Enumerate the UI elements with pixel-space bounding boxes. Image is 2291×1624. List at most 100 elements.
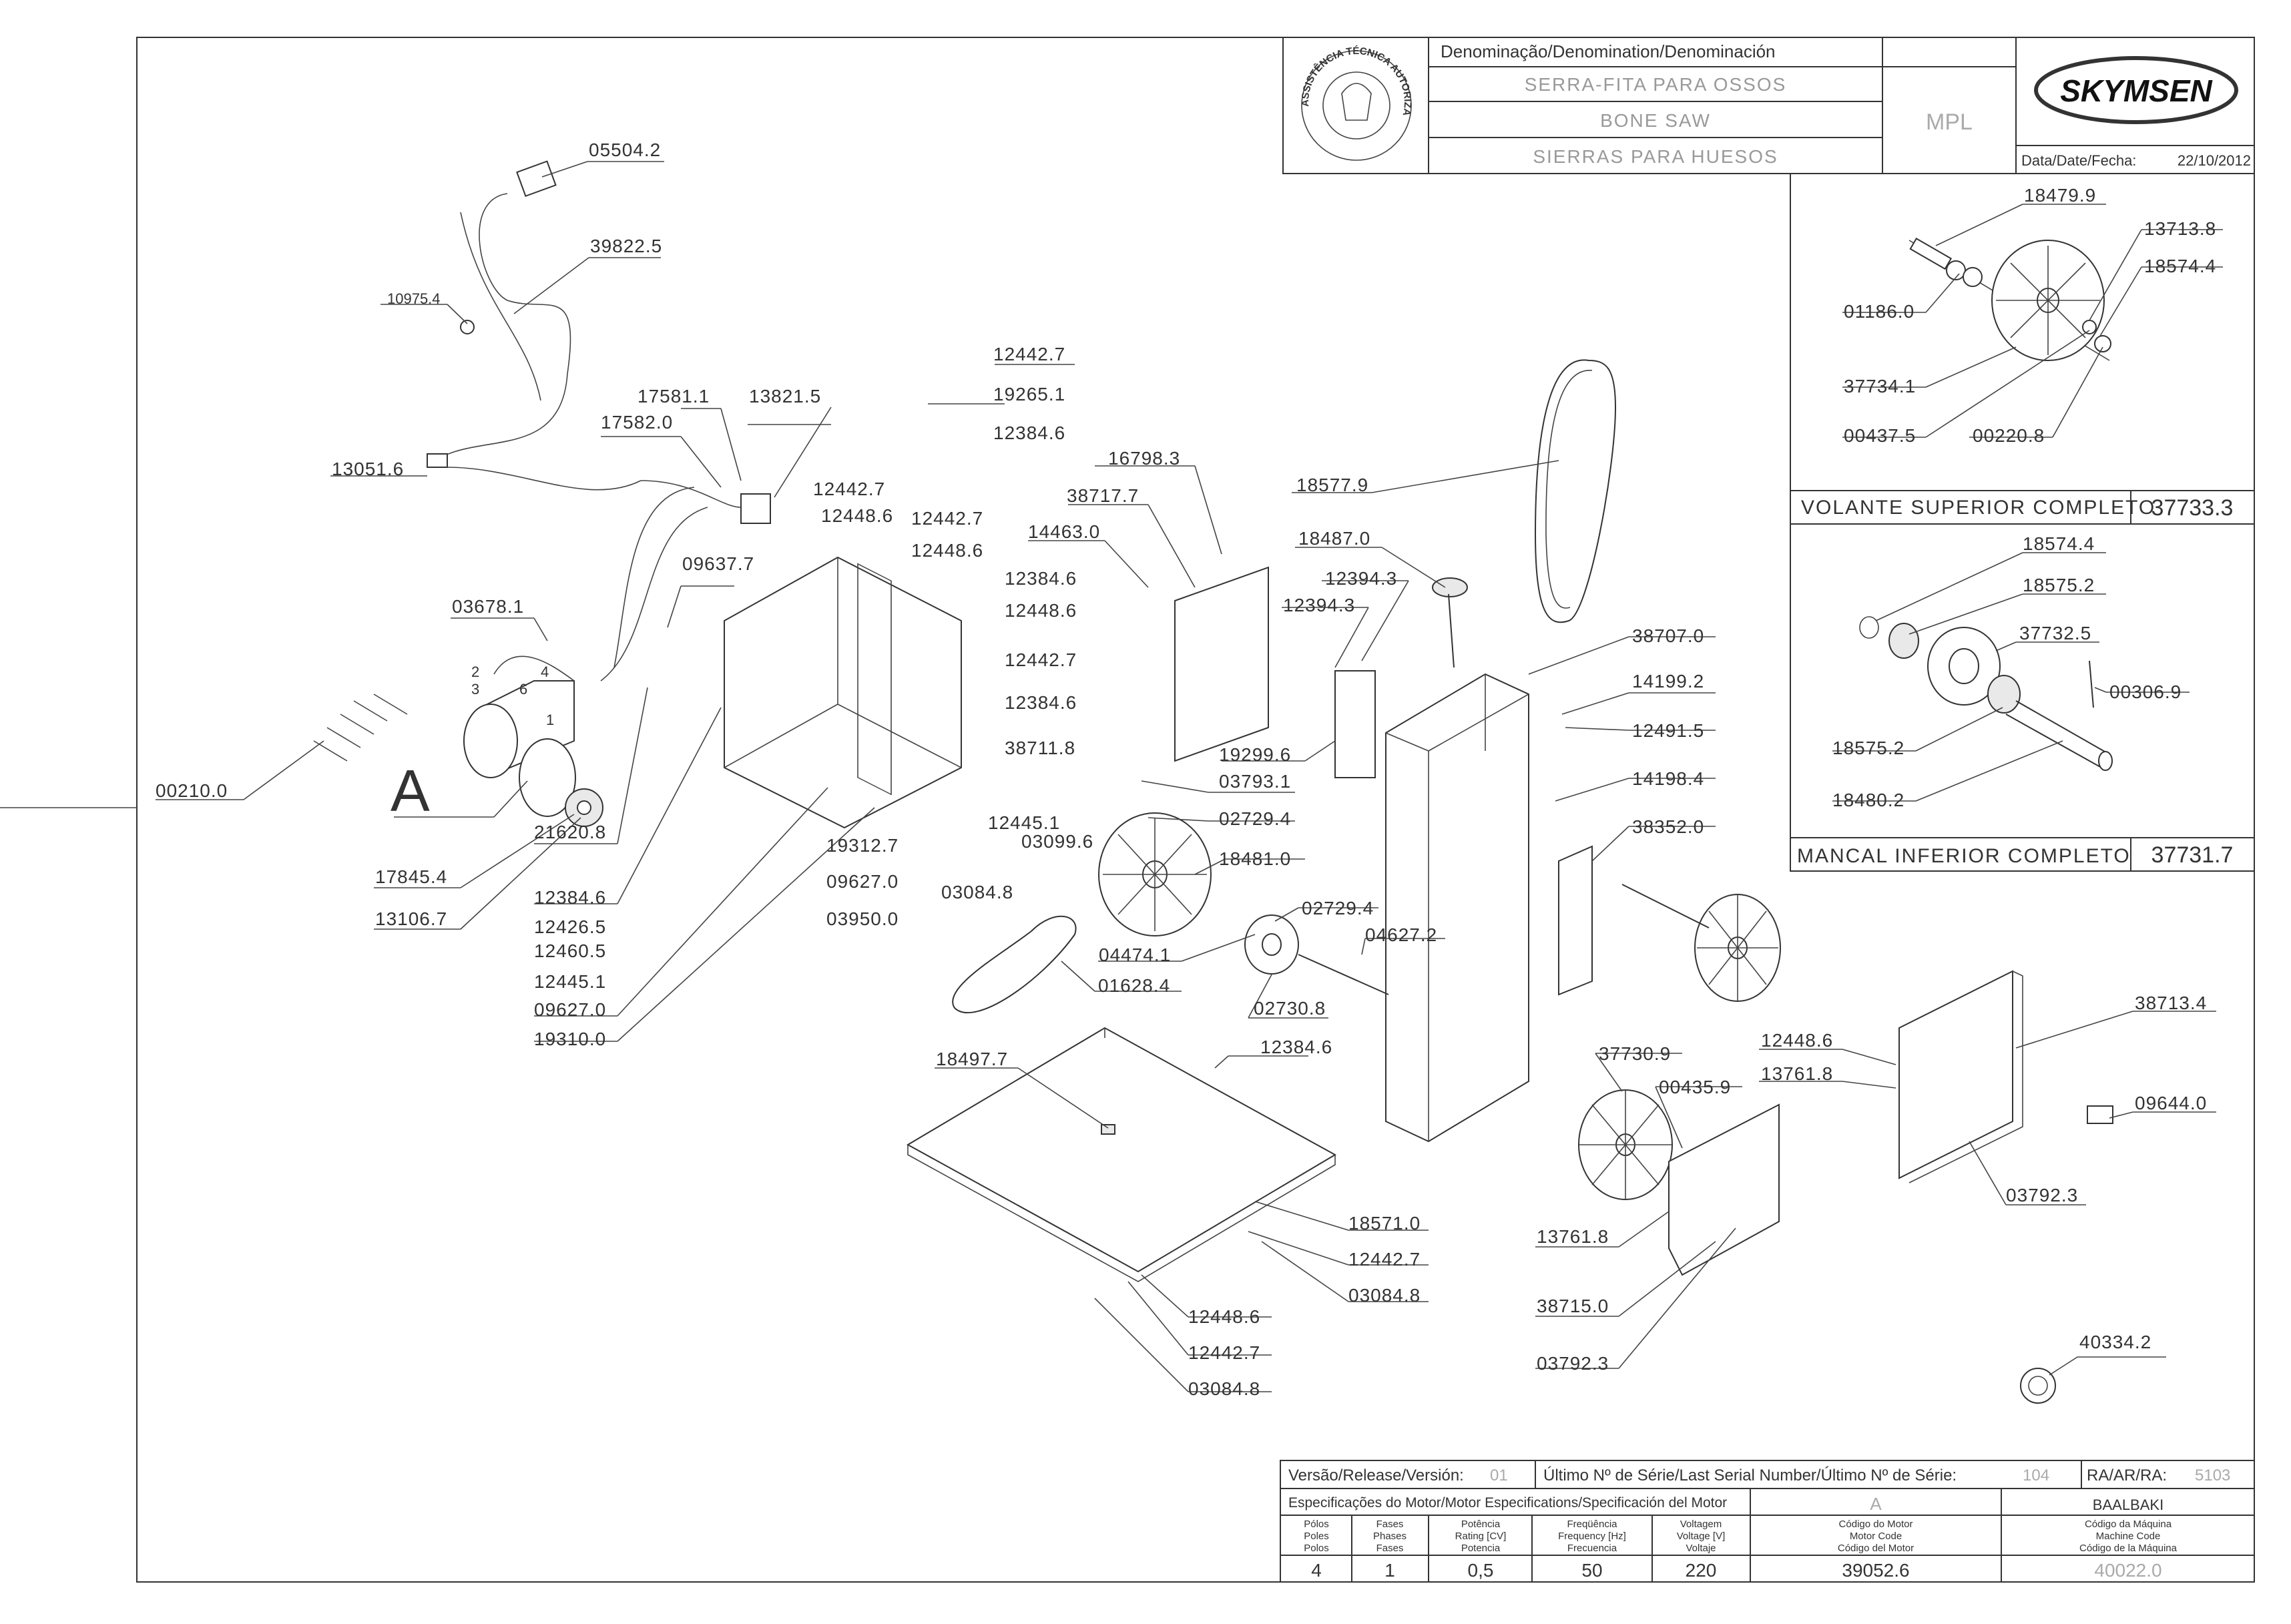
part-label: 12384.6 (1005, 568, 1077, 589)
part-labels: 05504.2 39822.5 10975.4 13051.6 17581.1 … (156, 140, 2216, 1399)
customer: BAALBAKI (2093, 1497, 2163, 1513)
part-label: 13761.8 (1537, 1226, 1609, 1247)
part-label: 10975.4 (387, 290, 441, 307)
part-label: 12445.1 (988, 812, 1060, 833)
part-label: 12448.6 (911, 540, 983, 561)
part-label: 37730.9 (1599, 1043, 1671, 1064)
part-label: 12448.6 (1005, 600, 1077, 621)
part-label: 19265.1 (993, 384, 1065, 404)
svg-text:SKYMSEN: SKYMSEN (2060, 73, 2212, 108)
part-label: 00220.8 (1973, 425, 2045, 446)
part-label: 13761.8 (1761, 1063, 1833, 1084)
part-label: 38352.0 (1632, 816, 1704, 837)
serial-label: Último Nº de Série/Last Serial Number/Úl… (1543, 1466, 1957, 1484)
svg-text:2: 2 (471, 663, 479, 680)
part-label: 18575.2 (1832, 738, 1904, 758)
part-label: 12442.7 (1188, 1342, 1260, 1363)
title-block: ASSISTÊNCIA TÉCNICA AUTORIZADA Denominaç… (0, 0, 2255, 174)
part-label: 19310.0 (534, 1029, 606, 1049)
date-value: 22/10/2012 (2178, 152, 2251, 169)
side-cover (1898, 970, 2013, 1179)
spec-column-voltage: Voltagem Voltage [V] Voltaje 220 (1677, 1519, 1726, 1581)
svg-text:Machine Code: Machine Code (2096, 1531, 2161, 1542)
svg-text:Freqüência: Freqüência (1567, 1519, 1617, 1530)
name-english: BONE SAW (1600, 110, 1711, 131)
part-label: 12442.7 (911, 508, 983, 529)
subassembly-code: 37731.7 (2151, 842, 2234, 868)
part-label: 12384.6 (534, 887, 606, 908)
svg-text:4: 4 (1311, 1560, 1322, 1581)
part-label: 03084.8 (941, 882, 1013, 902)
spec-column-machine-code: Código da Máquina Machine Code Código de… (2079, 1519, 2178, 1581)
back-cover-panel (1174, 566, 1269, 762)
skymsen-logo: SKYMSEN (2034, 56, 2238, 124)
part-label: 18487.0 (1298, 528, 1370, 549)
wheel-guard (1668, 1103, 1780, 1276)
ra-value: 5103 (2195, 1466, 2230, 1484)
part-label: 12442.7 (1348, 1249, 1421, 1270)
part-label: 18575.2 (2023, 575, 2095, 595)
part-label: 09644.0 (2135, 1093, 2207, 1113)
svg-text:0,5: 0,5 (1468, 1560, 1494, 1581)
part-label: 01628.4 (1098, 975, 1170, 996)
svg-text:50: 50 (1581, 1560, 1602, 1581)
part-label: 37732.5 (2019, 623, 2091, 643)
version-value: 01 (1490, 1466, 1508, 1484)
connector-icon (427, 453, 448, 468)
part-label: 12448.6 (821, 505, 893, 526)
part-label: 18577.9 (1296, 475, 1368, 495)
part-label: 12445.1 (534, 971, 606, 992)
svg-text:Potencia: Potencia (1461, 1543, 1501, 1554)
spec-column-poles: Pólos Poles Polos 4 (1304, 1519, 1329, 1581)
svg-text:Fases: Fases (1376, 1519, 1404, 1530)
lower-wheel (1621, 884, 1781, 1002)
part-label: 17581.1 (638, 386, 710, 407)
part-label: 12448.6 (1761, 1030, 1833, 1051)
main-cabinet (724, 556, 962, 829)
part-label: 12426.5 (534, 916, 606, 937)
part-label: 09637.7 (682, 553, 754, 574)
svg-text:Poles: Poles (1304, 1531, 1329, 1542)
name-portuguese: SERRA-FITA PARA OSSOS (1525, 74, 1787, 95)
svg-text:1: 1 (546, 712, 554, 728)
authorized-assistance-seal: ASSISTÊNCIA TÉCNICA AUTORIZADA (0, 0, 1413, 161)
part-label: 14463.0 (1028, 521, 1100, 542)
motor-icon (463, 655, 603, 827)
part-label: 12448.6 (1188, 1306, 1260, 1327)
part-label: 12442.7 (813, 479, 885, 499)
part-label: 02729.4 (1302, 898, 1374, 918)
part-label: 03950.0 (826, 908, 899, 929)
part-label: 04474.1 (1099, 944, 1171, 965)
svg-text:220: 220 (1686, 1560, 1717, 1581)
wire-numbers: 2 3 6 4 1 (471, 663, 554, 728)
part-label: 18480.2 (1832, 790, 1904, 810)
part-label: 00437.5 (1844, 425, 1916, 446)
svg-text:Voltaje: Voltaje (1686, 1543, 1716, 1554)
version-label: Versão/Release/Versión: (1288, 1466, 1464, 1484)
part-label: 03792.3 (1537, 1353, 1609, 1374)
svg-text:Código do Motor: Código do Motor (1839, 1519, 1913, 1530)
motor-letter: A (1870, 1494, 1882, 1514)
part-label: 14198.4 (1632, 768, 1704, 789)
view-callout-a: A (391, 758, 430, 824)
part-label: 19312.7 (826, 835, 899, 856)
svg-text:Fases: Fases (1376, 1543, 1404, 1554)
part-label: 13821.5 (749, 386, 821, 407)
part-label: 13051.6 (332, 459, 404, 479)
lower-bearing-panel: MANCAL INFERIOR COMPLETO 37731.7 (1790, 523, 2255, 872)
blade-guide-column (1334, 670, 1376, 778)
part-label: 12394.3 (1283, 595, 1355, 615)
leader-lines (156, 161, 2223, 1392)
part-label: 16798.3 (1108, 448, 1180, 469)
part-label: 12384.6 (1260, 1037, 1332, 1057)
drive-hub (1244, 914, 1389, 995)
part-label: 18497.7 (936, 1049, 1008, 1069)
part-label: 03792.3 (2006, 1185, 2078, 1205)
svg-text:Código del Motor: Código del Motor (1838, 1543, 1914, 1554)
svg-text:Código de la Máquina: Código de la Máquina (2079, 1543, 2178, 1554)
part-label: 12460.5 (534, 940, 606, 961)
part-label: 03084.8 (1348, 1285, 1421, 1306)
svg-text:39052.6: 39052.6 (1842, 1560, 1909, 1581)
svg-text:Frequency [Hz]: Frequency [Hz] (1558, 1531, 1626, 1542)
